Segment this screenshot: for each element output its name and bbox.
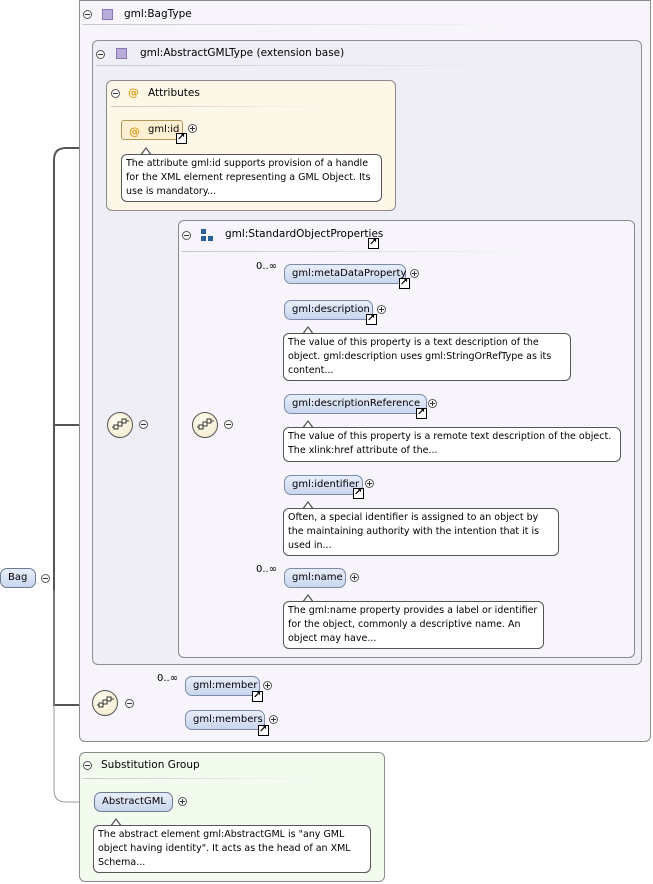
sequence-collapse-button[interactable] xyxy=(224,420,233,429)
element-gml-member[interactable]: gml:member xyxy=(185,676,260,696)
attributes-title: Attributes xyxy=(148,87,200,99)
element-gml-members[interactable]: gml:members xyxy=(185,710,265,730)
expand-member-button[interactable] xyxy=(263,681,272,690)
element-gml-identifier[interactable]: gml:identifier xyxy=(284,475,363,495)
expand-identifier-button[interactable] xyxy=(365,479,374,488)
expand-members-button[interactable] xyxy=(269,715,278,724)
sequence-collapse-button[interactable] xyxy=(139,420,148,429)
divider xyxy=(83,24,513,25)
attribute-gml-id-label: gml:id xyxy=(148,124,180,135)
sequence-compositor-icon xyxy=(107,412,133,438)
element-gml-descriptionreference[interactable]: gml:descriptionReference xyxy=(284,394,427,414)
link-arrow-icon[interactable] xyxy=(366,312,377,326)
complex-type-icon xyxy=(102,9,113,20)
sequence-compositor-icon xyxy=(192,412,218,438)
element-gml-description[interactable]: gml:description xyxy=(284,300,373,320)
link-arrow-icon[interactable] xyxy=(416,406,427,420)
link-arrow-icon[interactable] xyxy=(368,236,379,250)
attribute-icon: @ xyxy=(129,125,140,138)
divider xyxy=(83,778,313,779)
cardinality-label: 0..∞ xyxy=(157,673,179,684)
expand-description-button[interactable] xyxy=(377,305,386,314)
std-title: gml:StandardObjectProperties xyxy=(225,228,384,240)
link-arrow-icon[interactable] xyxy=(258,723,269,737)
gml-id-doc: The attribute gml:id supports provision … xyxy=(121,154,382,202)
abstractgml-doc: The abstract element gml:AbstractGML is … xyxy=(93,825,371,873)
attribute-gml-id[interactable]: @ gml:id xyxy=(121,120,183,140)
link-arrow-icon[interactable] xyxy=(176,131,187,145)
cardinality-label: 0..∞ xyxy=(256,564,278,575)
divider xyxy=(96,65,506,66)
sequence-collapse-button[interactable] xyxy=(125,699,134,708)
element-gml-name[interactable]: gml:name xyxy=(284,568,346,588)
abstract-title: gml:AbstractGMLType (extension base) xyxy=(140,47,345,59)
abstract-collapse-button[interactable] xyxy=(96,50,105,59)
expand-abstractgml-button[interactable] xyxy=(178,797,187,806)
name-doc: The gml:name property provides a label o… xyxy=(283,601,544,649)
description-doc: The value of this property is a text des… xyxy=(283,333,571,381)
element-abstractgml[interactable]: AbstractGML xyxy=(94,792,173,812)
bagtype-title: gml:BagType xyxy=(124,8,192,20)
attributes-collapse-button[interactable] xyxy=(111,89,120,98)
complex-type-icon xyxy=(116,48,127,59)
expand-name-button[interactable] xyxy=(350,573,359,582)
substitution-collapse-button[interactable] xyxy=(83,761,92,770)
cardinality-label: 0..∞ xyxy=(256,261,278,272)
descriptionreference-doc: The value of this property is a remote t… xyxy=(283,427,621,462)
link-arrow-icon[interactable] xyxy=(399,276,410,290)
link-arrow-icon[interactable] xyxy=(353,486,364,500)
expand-descriptionreference-button[interactable] xyxy=(428,399,437,408)
divider xyxy=(111,106,321,107)
bagtype-collapse-button[interactable] xyxy=(83,10,92,19)
attribute-icon: @ xyxy=(128,86,139,99)
expand-metadataproperty-button[interactable] xyxy=(410,269,419,278)
link-arrow-icon[interactable] xyxy=(252,689,263,703)
std-collapse-button[interactable] xyxy=(182,231,191,240)
divider xyxy=(182,251,532,252)
bag-collapse-button[interactable] xyxy=(41,574,50,583)
root-element-bag[interactable]: Bag xyxy=(0,568,36,588)
sequence-compositor-icon xyxy=(92,690,118,716)
group-icon xyxy=(201,229,214,242)
element-gml-metadataproperty[interactable]: gml:metaDataProperty xyxy=(284,264,406,284)
substitution-title: Substitution Group xyxy=(101,759,200,771)
identifier-doc: Often, a special identifier is assigned … xyxy=(283,508,559,556)
expand-gml-id-button[interactable] xyxy=(188,124,197,133)
